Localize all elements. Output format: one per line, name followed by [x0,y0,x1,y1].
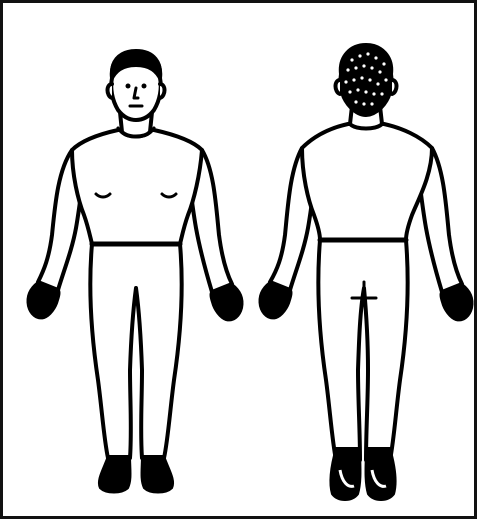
back-left-ear [336,80,341,94]
back-left-foot [330,448,360,500]
front-right-eye [142,84,147,89]
front-right-ear [160,84,165,98]
back-torso [302,124,432,240]
back-legs [318,240,407,460]
back-figure [259,44,472,500]
front-torso [72,130,202,244]
front-left-foot [99,456,131,493]
front-left-ear [108,84,113,98]
front-left-eye [126,84,131,89]
back-right-ear [392,80,397,94]
front-right-foot [142,456,174,493]
back-right-foot [366,448,396,500]
front-legs [90,244,181,458]
front-figure [27,50,242,493]
